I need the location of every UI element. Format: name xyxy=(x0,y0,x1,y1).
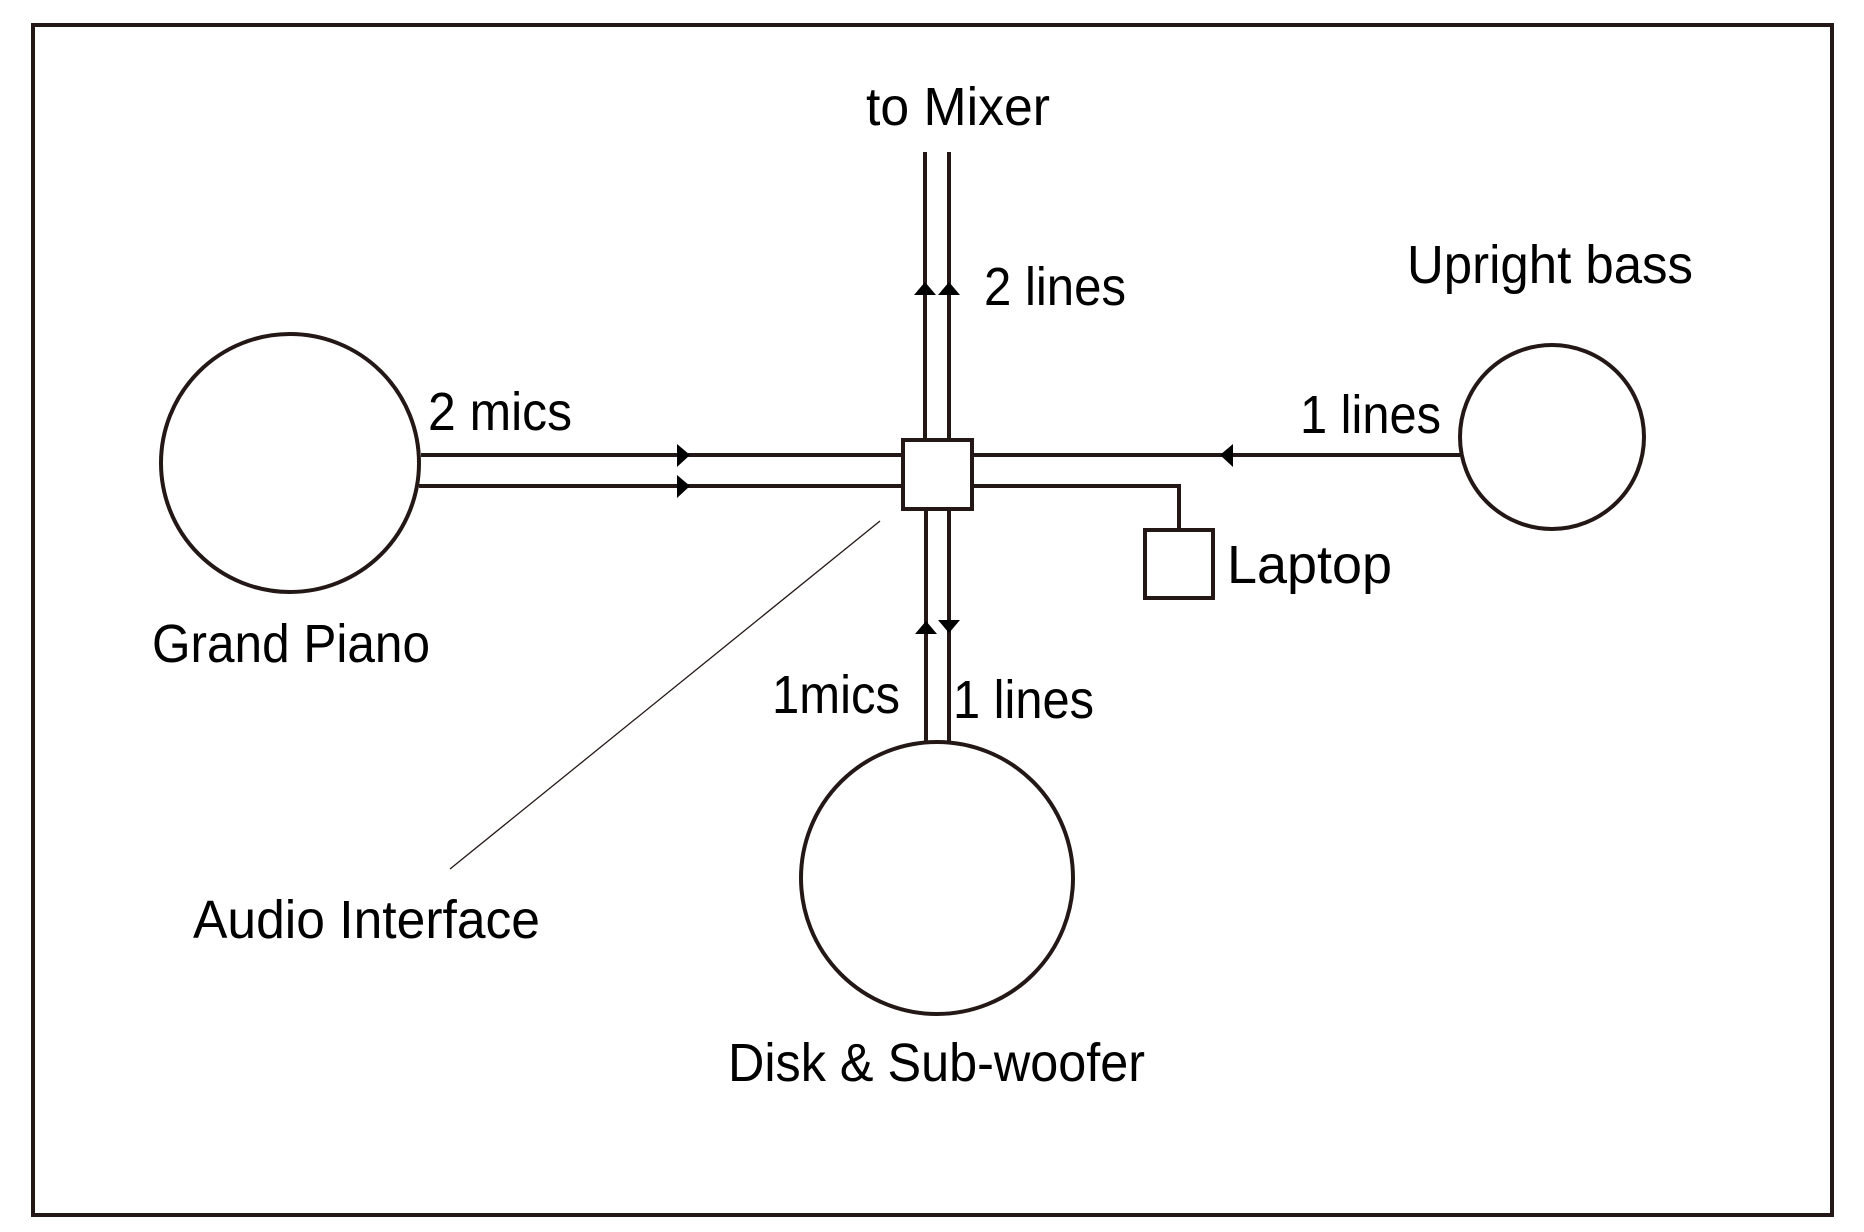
connection-piano-to-interface xyxy=(419,444,901,498)
disk-subwoofer-node[interactable] xyxy=(799,740,1075,1016)
disk-subwoofer-label: Disk & Sub-woofer xyxy=(728,1033,1145,1093)
connection-interface-to-laptop xyxy=(974,484,1181,528)
upright-bass-node[interactable] xyxy=(1458,343,1646,531)
bass-to-interface-label: 1 lines xyxy=(1300,385,1441,445)
connection-disk-interface xyxy=(915,511,960,744)
piano-to-interface-label: 2 mics xyxy=(428,382,572,442)
audio-interface-leader-line xyxy=(449,520,881,870)
connection-bass-to-interface xyxy=(974,444,1460,467)
arrow-right-icon xyxy=(677,444,690,467)
laptop-label: Laptop xyxy=(1227,535,1392,595)
arrow-down-icon xyxy=(938,620,960,633)
disk-to-interface-label: 1mics xyxy=(772,665,900,725)
audio-interface-label: Audio Interface xyxy=(193,890,540,950)
audio-interface-node[interactable] xyxy=(901,438,974,511)
arrow-right-icon xyxy=(677,475,690,498)
arrow-up-icon xyxy=(938,282,960,295)
arrow-left-icon xyxy=(1220,444,1233,467)
upright-bass-label: Upright bass xyxy=(1407,235,1693,295)
connection-interface-to-mixer xyxy=(914,152,960,438)
interface-to-mixer-label: 2 lines xyxy=(984,257,1126,317)
laptop-node[interactable] xyxy=(1143,528,1215,600)
mixer-label: to Mixer xyxy=(866,77,1050,137)
grand-piano-label: Grand Piano xyxy=(152,614,430,674)
arrow-up-icon xyxy=(915,621,937,634)
diagram-frame xyxy=(31,23,1834,1217)
interface-to-disk-label: 1 lines xyxy=(953,670,1094,730)
laptop-line xyxy=(974,484,1181,528)
grand-piano-node[interactable] xyxy=(159,332,421,594)
arrow-up-icon xyxy=(914,282,936,295)
